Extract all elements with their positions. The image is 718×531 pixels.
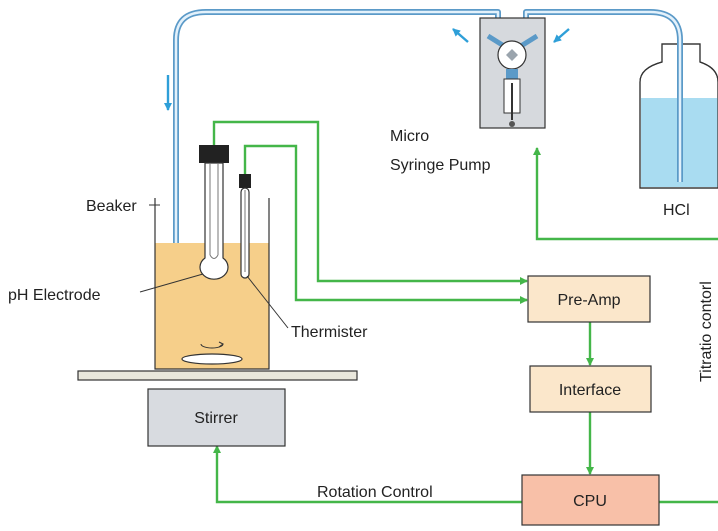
- titration-control-line: [533, 147, 718, 241]
- hcl-label: HCl: [663, 202, 690, 219]
- cpu-label: CPU: [573, 493, 607, 510]
- stirrer-platform: [77, 370, 358, 381]
- ph-signal-line: [212, 120, 528, 285]
- thermistor-signal-line: [243, 144, 528, 304]
- titration-control-label: Titratio contorl: [698, 281, 715, 382]
- syringe-pump-label: Syringe Pump: [390, 157, 491, 174]
- tubing-left: [173, 9, 501, 252]
- flow-arrow-left: [452, 28, 469, 43]
- rotation-control-line: [213, 445, 522, 504]
- stir-bar: [181, 341, 243, 365]
- pre-amp-label: Pre-Amp: [557, 292, 620, 309]
- hcl-bottle: [639, 40, 718, 189]
- interface-label: Interface: [559, 382, 621, 399]
- cpu-box: CPU: [521, 474, 660, 526]
- interface-box: Interface: [529, 365, 652, 413]
- thermister-label: Thermister: [291, 324, 368, 341]
- rotation-control-label: Rotation Control: [317, 484, 433, 501]
- ph-electrode: [199, 145, 229, 280]
- ph-electrode-callout: [139, 273, 204, 293]
- thermister-callout: [246, 275, 289, 329]
- beaker-label: Beaker: [86, 198, 137, 215]
- flow-arrow-right: [553, 28, 570, 43]
- thermistor: [239, 174, 251, 279]
- pre-amp-box: Pre-Amp: [527, 275, 651, 323]
- stirrer-box: Stirrer: [147, 388, 286, 447]
- ph-electrode-label: pH Electrode: [8, 287, 101, 304]
- stirrer-label: Stirrer: [194, 410, 238, 427]
- micro-syringe-pump: [479, 17, 546, 129]
- micro-label: Micro: [390, 128, 429, 145]
